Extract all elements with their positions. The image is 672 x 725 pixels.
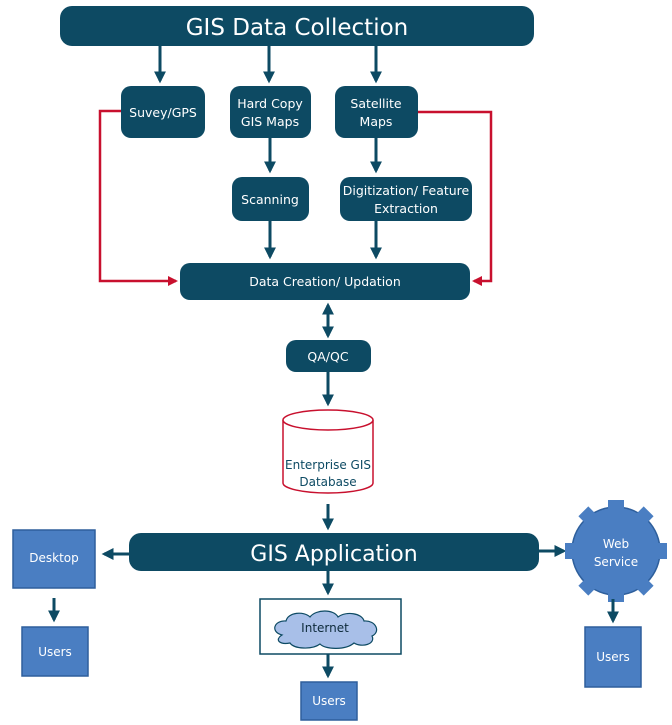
gis-application-label: GIS Application: [250, 542, 417, 567]
digitization-label-line2: Extraction: [374, 201, 438, 216]
red-arrow-survey-to-data-creation: [98, 109, 178, 286]
users-web-box: [584, 626, 642, 688]
users-desktop-box: [21, 626, 89, 677]
web-service-label-line2: Service: [594, 555, 638, 569]
satellite-label-line2: Maps: [360, 114, 393, 129]
web-service-gear-icon: [565, 500, 667, 602]
red-arrow-satellite-to-data-creation: [418, 110, 493, 286]
hard-copy-box: [230, 86, 311, 138]
desktop-box: [12, 529, 96, 589]
title-text: GIS Data Collection: [186, 15, 409, 41]
database-cylinder: [282, 420, 374, 494]
desktop-label: Desktop: [29, 551, 79, 565]
digitization-box: [340, 177, 472, 221]
digitization-label-line1: Digitization/ Feature: [343, 183, 470, 198]
qa-qc-label: QA/QC: [307, 349, 348, 364]
users-internet-box: [300, 681, 358, 721]
web-service-label-line1: Web: [603, 537, 629, 551]
survey-gps-box: [121, 86, 205, 138]
hard-copy-label-line1: Hard Copy: [237, 96, 303, 111]
database-label-line2: Database: [299, 475, 356, 489]
internet-label: Internet: [301, 621, 349, 635]
internet-cloud-icon: [274, 610, 378, 649]
scanning-box: [232, 177, 309, 221]
hard-copy-label-line2: GIS Maps: [241, 114, 299, 129]
survey-gps-label: Suvey/GPS: [129, 105, 197, 120]
scanning-label: Scanning: [241, 192, 299, 207]
title-bar: [60, 6, 534, 46]
qa-qc-box: [286, 340, 371, 372]
database-label-line1: Enterprise GIS: [285, 458, 371, 472]
users-web-label: Users: [596, 650, 630, 664]
database-cylinder-top: [282, 409, 374, 431]
data-creation-label: Data Creation/ Updation: [249, 274, 401, 289]
satellite-box: [335, 86, 418, 138]
data-creation-box: [180, 263, 470, 300]
users-internet-label: Users: [312, 694, 346, 708]
users-desktop-label: Users: [38, 645, 72, 659]
satellite-label-line1: Satellite: [350, 96, 402, 111]
gis-application-box: [129, 533, 539, 571]
